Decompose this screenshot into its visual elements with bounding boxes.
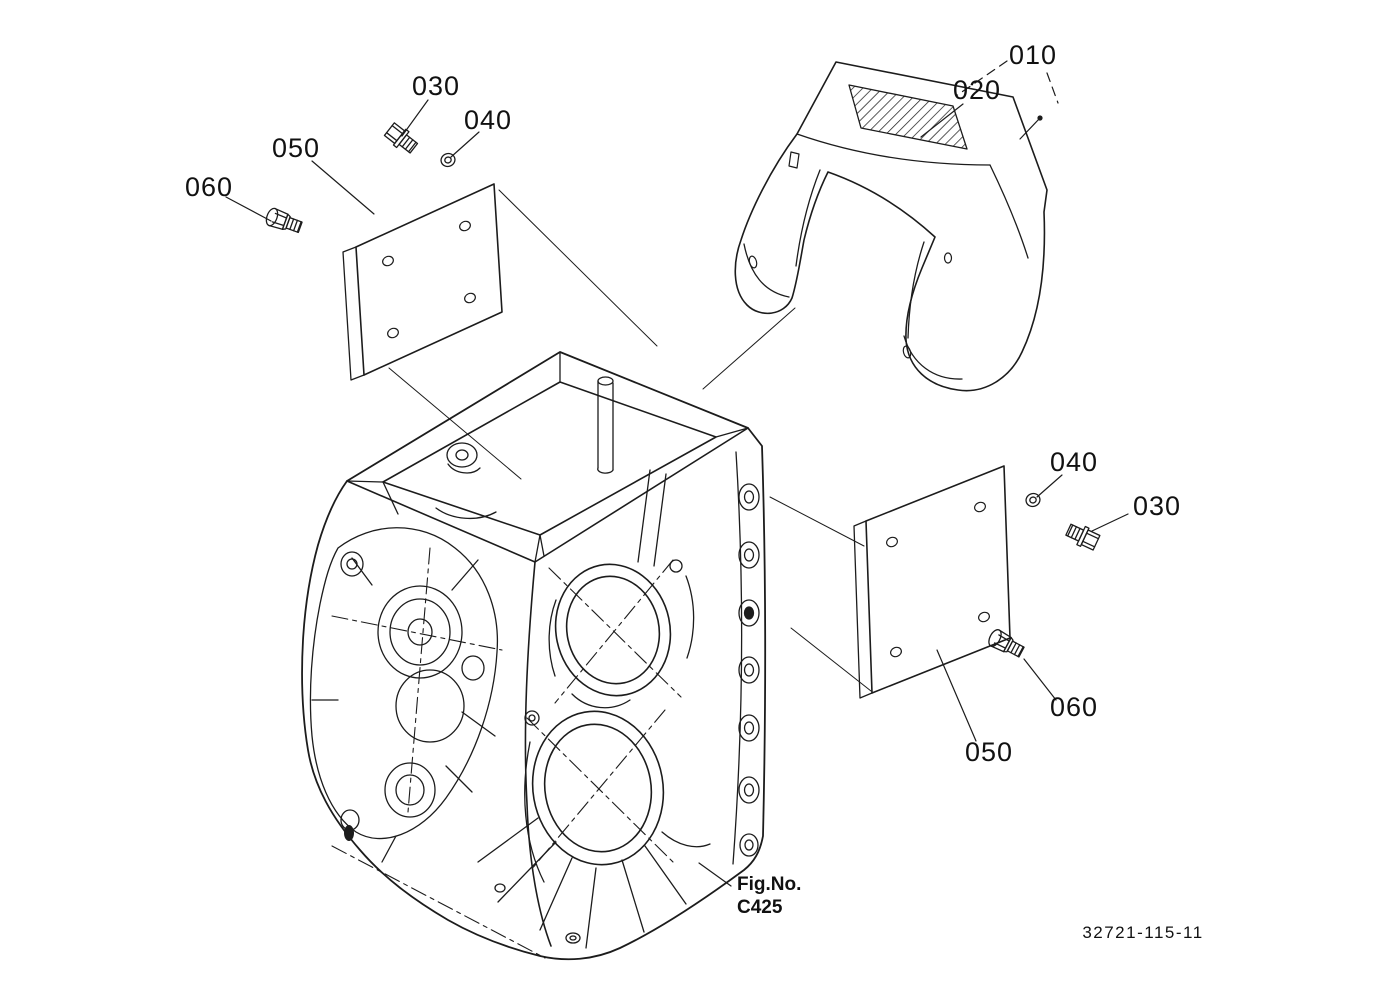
mounting-bracket xyxy=(734,61,1048,392)
transmission-case xyxy=(301,351,767,961)
part-label-030-left: 030 xyxy=(411,71,461,101)
part-label-020: 020 xyxy=(952,75,1002,105)
cover-plate-left-holes xyxy=(382,220,476,339)
part-label-050-left: 050 xyxy=(271,133,321,163)
cover-plate-left xyxy=(355,183,503,376)
projection-lines xyxy=(388,189,872,692)
case-front-ribs xyxy=(477,469,711,949)
part-label-030-right: 030 xyxy=(1132,491,1182,521)
figure-reference-value: C425 xyxy=(737,897,783,918)
part-label-050-right: 050 xyxy=(964,737,1014,767)
bracket-foot-hole-right xyxy=(902,345,912,359)
case-left-face xyxy=(309,527,499,863)
bracket-leg-hole xyxy=(943,252,953,264)
bracket-slot xyxy=(788,151,800,169)
part-label-060-right: 060 xyxy=(1049,692,1099,722)
washer-right xyxy=(1023,490,1043,510)
cover-plate-right xyxy=(865,465,1011,694)
bracket-pad-hatched xyxy=(848,84,968,150)
case-right-flange xyxy=(732,451,760,865)
cover-plate-left-group xyxy=(263,120,503,381)
bolt-right xyxy=(1063,519,1102,553)
part-label-010: 010 xyxy=(1008,40,1058,70)
part-label-040-left: 040 xyxy=(463,105,513,135)
bolt-left xyxy=(382,120,421,157)
cover-plate-right-group xyxy=(853,465,1102,699)
cover-plate-right-holes xyxy=(886,501,990,658)
drawing-number: 32721-115-11 xyxy=(1082,923,1204,942)
case-cavity-details xyxy=(382,376,614,557)
bracket-foot-hole-left xyxy=(748,255,758,269)
case-front-bores xyxy=(531,563,672,866)
figure-reference: Fig.No. C425 xyxy=(737,873,801,919)
assembly-callout-dashes xyxy=(955,60,1059,140)
callout-dot xyxy=(1037,115,1043,121)
leader-lines xyxy=(225,99,1129,887)
plug-left xyxy=(263,206,304,237)
figure-reference-label: Fig.No. xyxy=(737,874,802,895)
part-label-040-right: 040 xyxy=(1049,447,1099,477)
centerlines xyxy=(331,547,682,959)
part-label-060-left: 060 xyxy=(184,172,234,202)
plug-right xyxy=(985,627,1027,661)
